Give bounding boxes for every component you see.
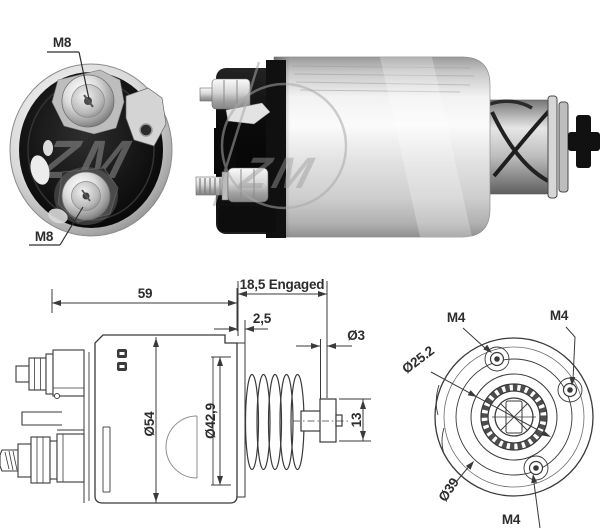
reflection-highlight-bottom (48, 208, 68, 224)
svg-text:M4: M4 (447, 310, 466, 325)
cap-mid-block (214, 128, 236, 174)
m8-bottom-text: M8 (35, 229, 54, 244)
label-m4-top-right: M4 (550, 308, 576, 386)
svg-text:2,5: 2,5 (253, 311, 272, 326)
drawing-terminals (0, 349, 85, 484)
return-spring-wire (490, 111, 551, 184)
svg-text:Ø25.2: Ø25.2 (399, 343, 437, 377)
drawing-vent-holes (117, 349, 127, 371)
return-spring-wire-3 (489, 99, 533, 110)
dim-o54: Ø54 (142, 337, 159, 503)
svg-text:18,5 Engaged: 18,5 Engaged (240, 277, 325, 292)
plunger-ring-2 (558, 101, 569, 193)
cap-lower-block (218, 206, 276, 232)
drawing-inner-slot (102, 426, 111, 493)
drawing-plunger-pin (293, 398, 350, 443)
dim-18-5-engaged: 18,5 Engaged (237, 277, 328, 398)
svg-text:13: 13 (349, 412, 364, 427)
m8-top-text: M8 (53, 35, 72, 50)
svg-text:Ø54: Ø54 (142, 411, 157, 437)
drawing-bearing-inner (487, 390, 541, 444)
drawing-m4-hole-bottom (523, 455, 549, 481)
drawing-spring (244, 373, 305, 471)
drawing-bearing-ring (481, 384, 547, 450)
plunger-cross-tip (568, 115, 600, 168)
drawing-outer-circle (434, 337, 594, 497)
terminal-stud-top (51, 69, 125, 135)
label-m8-bottom: M8 (29, 206, 84, 246)
svg-text:Ø3: Ø3 (347, 328, 365, 343)
drawing-shoulder-circle (443, 346, 585, 488)
drawing-m4-hole-top-left (484, 346, 510, 372)
dim-o3: Ø3 (296, 328, 366, 399)
drawing-bearing-outer (480, 383, 548, 451)
dim-2-5: 2,5 (214, 311, 272, 344)
label-m4-bottom: M4 (502, 474, 541, 529)
end-view-photo: ZM M8 (9, 35, 173, 246)
hex-nut-bottom (227, 167, 269, 203)
zm-watermark-sideview: ZM (212, 61, 348, 210)
side-view-drawing: 59 18,5 Engaged 2,5 Ø3 Ø54 (0, 277, 371, 504)
drawing-m4-hole-top-right (557, 377, 583, 403)
svg-text:ZM: ZM (233, 148, 323, 198)
machining-marks (291, 65, 475, 93)
dim-59: 59 (51, 286, 238, 331)
svg-text:M4: M4 (550, 308, 569, 323)
dim-o42-9: Ø42,9 (203, 356, 231, 486)
return-spring-wire-2 (492, 106, 554, 178)
svg-text:M4: M4 (502, 512, 521, 527)
drawing-flange-plate (236, 342, 246, 498)
bracket-hole (139, 123, 153, 137)
terminal-stud-bottom (54, 167, 119, 225)
drawing-hidden-dome (165, 415, 198, 479)
dim-13: 13 (339, 398, 371, 442)
side-view-photo: ZM (195, 56, 600, 238)
drawing-flange-circle (470, 373, 558, 461)
label-m8-top: M8 (47, 35, 90, 100)
hex-nut-top (211, 78, 251, 110)
reflection-highlight-small (43, 140, 53, 156)
svg-text:59: 59 (138, 286, 153, 301)
front-view-drawing: M4 M4 M4 Ø25.2 Ø39 (399, 308, 594, 529)
svg-text:Ø42,9: Ø42,9 (203, 403, 218, 439)
plunger-ring-1 (547, 95, 558, 199)
label-m4-top-left: M4 (447, 310, 492, 353)
connector-bracket (125, 87, 167, 147)
drawing-bolt-circle (455, 358, 573, 476)
dim-o39: Ø39 (435, 461, 474, 504)
reflection-highlight (30, 155, 50, 185)
plunger-housing (487, 95, 569, 199)
cylinder-highlight (380, 57, 472, 237)
